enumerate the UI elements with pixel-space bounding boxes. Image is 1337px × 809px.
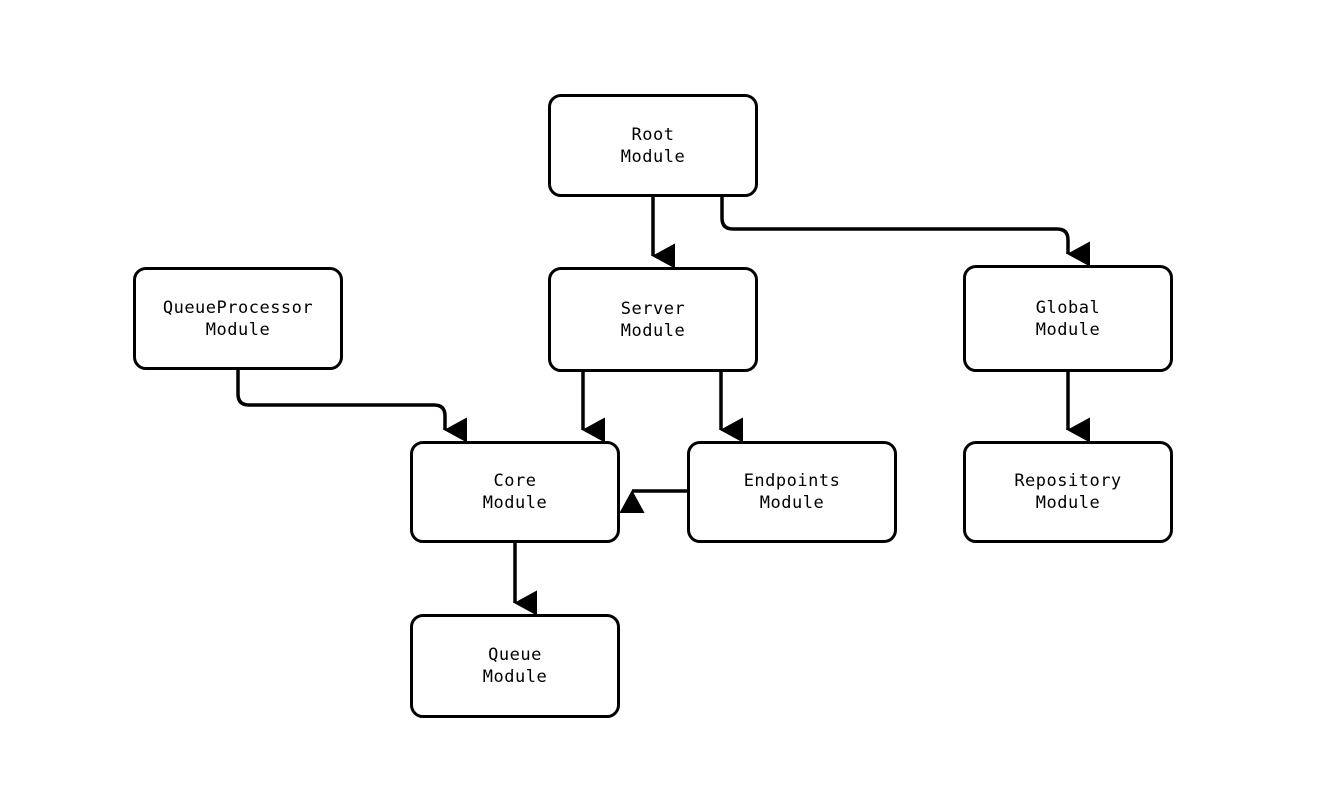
queueprocessor-module[interactable]: QueueProcessor Module <box>133 267 343 370</box>
node-label: Root Module <box>620 124 686 167</box>
server-module[interactable]: Server Module <box>548 267 758 372</box>
root-module[interactable]: Root Module <box>548 94 758 197</box>
node-label: QueueProcessor Module <box>162 297 314 340</box>
queue-module[interactable]: Queue Module <box>410 614 620 718</box>
node-label: Repository Module <box>1014 471 1122 513</box>
node-label: Queue Module <box>482 645 548 687</box>
node-label: Server Module <box>620 298 686 341</box>
repository-module[interactable]: Repository Module <box>963 441 1173 543</box>
edge-root-to-global <box>720 197 1091 267</box>
node-label: Endpoints Module <box>743 471 841 513</box>
endpoints-module[interactable]: Endpoints Module <box>687 441 897 543</box>
core-module[interactable]: Core Module <box>410 441 620 543</box>
global-module[interactable]: Global Module <box>963 265 1173 372</box>
node-label: Global Module <box>1035 297 1101 340</box>
edge-queueprocessor-to-core <box>236 370 468 443</box>
node-label: Core Module <box>482 471 548 513</box>
